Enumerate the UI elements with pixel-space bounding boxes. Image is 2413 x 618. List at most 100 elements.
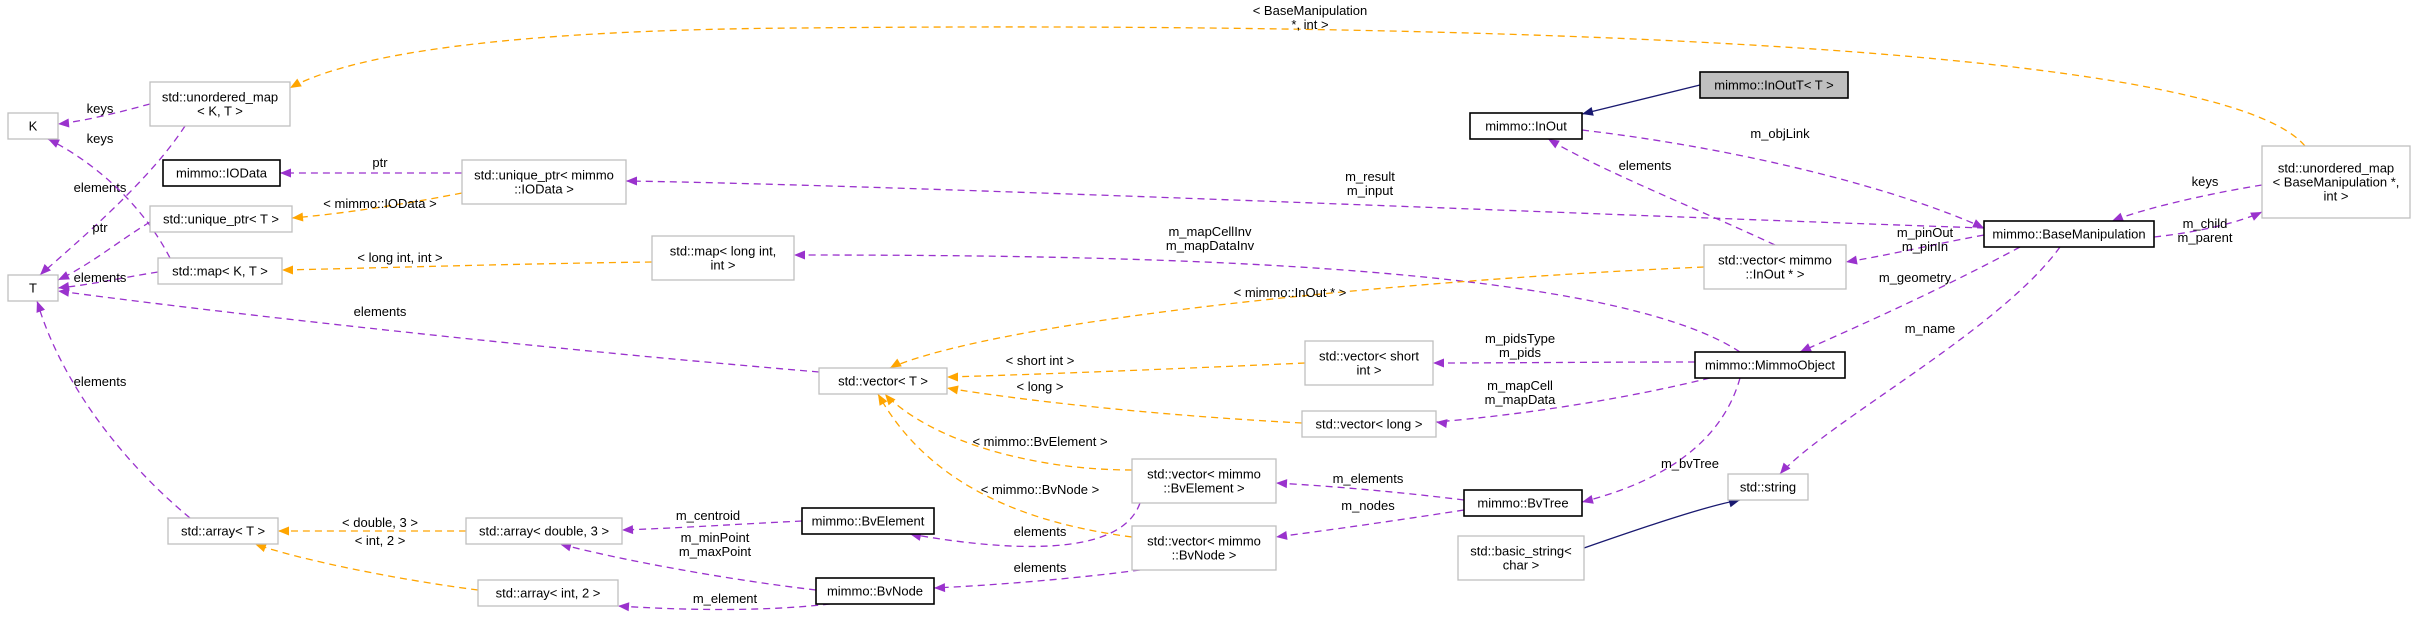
node-label: std::unique_ptr< T >: [163, 212, 279, 227]
node-label: ::BvElement >: [1163, 481, 1244, 496]
node-label: mimmo::BaseManipulation: [1992, 227, 2145, 242]
arrow-head-icon: [618, 602, 630, 612]
node-umap-kt[interactable]: std::unordered_map< K, T >: [149, 81, 291, 127]
edge-label: < long >: [1017, 379, 1064, 394]
node-k[interactable]: K: [7, 112, 59, 140]
edge-line: [1583, 499, 1741, 549]
node-mimmoobject[interactable]: mimmo::MimmoObject: [1694, 351, 1846, 379]
node-array-i2[interactable]: std::array< int, 2 >: [477, 579, 619, 607]
node-vec-bvelement[interactable]: std::vector< mimmo::BvElement >: [1131, 458, 1277, 504]
node-label: std::unordered_map: [162, 90, 278, 105]
node-label: std::array< double, 3 >: [479, 524, 609, 539]
edge-line: [889, 266, 1705, 369]
node-vec-long[interactable]: std::vector< long >: [1301, 410, 1437, 438]
arrow-head-icon: [36, 301, 45, 313]
node-label: int >: [711, 258, 736, 273]
edge-label: < short int >: [1006, 353, 1075, 368]
edge-line: [1845, 234, 1985, 263]
edge-label: elements: [74, 374, 127, 389]
node-box: [1983, 220, 2155, 248]
node-umap-bm[interactable]: std::unordered_map< BaseManipulation *,i…: [2261, 145, 2411, 219]
arrow-head-icon: [1276, 531, 1288, 540]
node-inout[interactable]: mimmo::InOut: [1469, 112, 1583, 140]
arrow-head-icon: [58, 271, 70, 280]
edge-label: keys: [87, 131, 114, 146]
arrow-head-icon: [2250, 212, 2262, 221]
node-map-kt[interactable]: std::map< K, T >: [157, 257, 283, 285]
edge-line: [1779, 246, 2061, 475]
arrow-head-icon: [1548, 139, 1560, 149]
node-array-d3[interactable]: std::array< double, 3 >: [465, 517, 623, 545]
edge-label: m_elements: [1333, 471, 1404, 486]
arrow-head-icon: [1433, 358, 1444, 368]
arrow-head-icon: [1582, 106, 1594, 116]
node-box: [1699, 71, 1849, 99]
edge-vectort_t: elements: [57, 287, 820, 373]
node-bvnode[interactable]: mimmo::BvNode: [815, 577, 935, 605]
edge-label: m_parent: [2178, 230, 2233, 245]
edge-line: [877, 393, 1133, 538]
node-array-t[interactable]: std::array< T >: [167, 517, 279, 545]
edge-vecinout_inout: elements: [1547, 138, 1776, 246]
node-iodata[interactable]: mimmo::IOData: [162, 159, 281, 187]
node-label: std::basic_string<: [1470, 544, 1572, 559]
edge-line: [933, 569, 1141, 589]
edge-label: m_input: [1347, 183, 1394, 198]
edge-label: *, int >: [1291, 17, 1328, 32]
edge-label: m_maxPoint: [679, 544, 752, 559]
node-bvtree[interactable]: mimmo::BvTree: [1463, 489, 1583, 517]
node-label: std::map< K, T >: [172, 264, 268, 279]
edge-label: elements: [1014, 560, 1067, 575]
node-basic-string[interactable]: std::basic_string<char >: [1457, 535, 1585, 581]
arrow-head-icon: [58, 282, 70, 291]
arrow-head-icon: [1780, 462, 1791, 474]
edge-line: [617, 603, 831, 611]
arrow-head-icon: [885, 394, 896, 406]
node-inoutt[interactable]: mimmo::InOutT< T >: [1699, 71, 1849, 99]
node-box: [465, 517, 623, 545]
node-label: std::array< int, 2 >: [496, 586, 601, 601]
edge-basicstring_string: [1583, 498, 1741, 549]
edge-umapkt_t: elements: [39, 125, 186, 276]
edge-vecbvelement_vectort: < mimmo::BvElement >: [884, 393, 1133, 471]
arrow-head-icon: [2112, 212, 2124, 222]
arrow-head-icon: [58, 118, 70, 128]
edge-umapbm_umapkt: < BaseManipulation*, int >: [289, 3, 2306, 147]
edge-label: m_pids: [1499, 345, 1541, 360]
edge-uptrt_t: ptr: [57, 220, 151, 281]
edge-line: [1799, 246, 2021, 353]
node-uptr-iodata[interactable]: std::unique_ptr< mimmo::IOData >: [461, 159, 627, 205]
edge-label: elements: [1619, 158, 1672, 173]
node-uptr-t[interactable]: std::unique_ptr< T >: [149, 205, 293, 233]
node-box: [167, 517, 279, 545]
node-map-longint[interactable]: std::map< long int,int >: [651, 235, 795, 281]
node-box: [149, 205, 293, 233]
edge-line: [57, 221, 151, 281]
node-box: [7, 274, 59, 302]
node-basemanip[interactable]: mimmo::BaseManipulation: [1983, 220, 2155, 248]
edge-mapkt_k: keys: [47, 131, 171, 259]
node-bvelement[interactable]: mimmo::BvElement: [801, 507, 935, 535]
node-box: [2261, 145, 2411, 219]
node-vector-t[interactable]: std::vector< T >: [818, 367, 948, 395]
edge-line: [1547, 138, 1776, 246]
node-label: ::IOData >: [514, 182, 574, 197]
node-vec-inout[interactable]: std::vector< mimmo::InOut * >: [1703, 244, 1847, 290]
node-string[interactable]: std::string: [1727, 473, 1809, 501]
node-t[interactable]: T: [7, 274, 59, 302]
edge-uptriodata_iodata: ptr: [280, 155, 462, 178]
edge-vecinout_vectort: < mimmo::InOut * >: [889, 266, 1705, 369]
edge-line: [1581, 377, 1741, 503]
arrow-head-icon: [280, 168, 291, 178]
edge-label: elements: [74, 180, 127, 195]
node-label: ::InOut * >: [1746, 267, 1805, 282]
node-vec-bvnode[interactable]: std::vector< mimmo::BvNode >: [1131, 525, 1277, 571]
node-box: [461, 159, 627, 205]
edge-umapkt_k: keys: [57, 101, 151, 128]
edge-label: ptr: [92, 220, 108, 235]
node-label: char >: [1503, 558, 1540, 573]
node-box: [1304, 340, 1434, 386]
edge-vecbvnode_bvnode: elements: [933, 560, 1141, 593]
